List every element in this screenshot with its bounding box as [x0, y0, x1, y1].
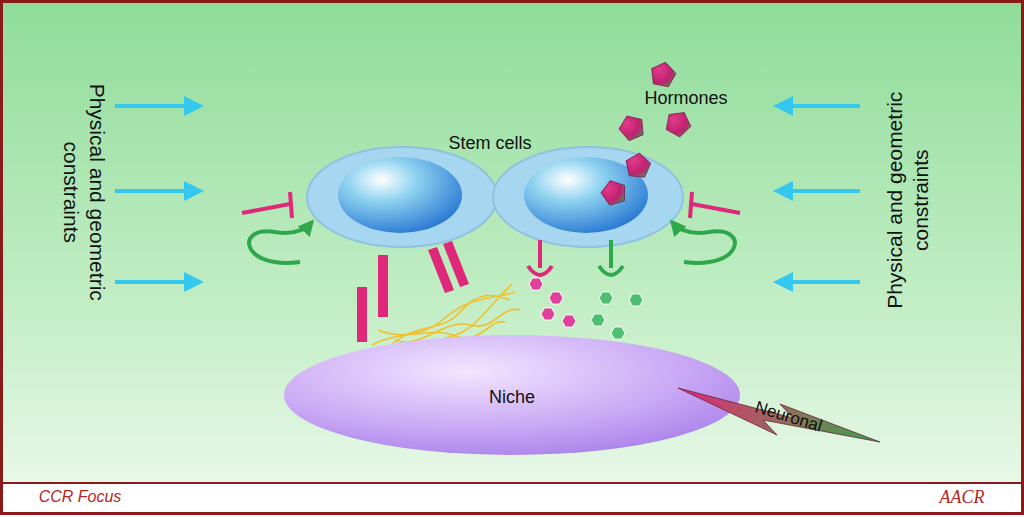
hormone — [601, 181, 625, 206]
bolt-label: Neuronal — [753, 397, 825, 436]
ligand — [562, 315, 576, 327]
hormones-label: Hormones — [644, 87, 727, 110]
hormone — [666, 113, 691, 137]
ligand — [591, 314, 605, 326]
hormone — [626, 153, 651, 177]
logo: AACR — [940, 486, 985, 509]
ligand — [541, 308, 555, 320]
ligand — [529, 278, 543, 290]
neuronal-bolt: Neuronal — [675, 380, 885, 455]
side-label: Physical and geometric constraints — [58, 72, 111, 312]
ligand — [549, 292, 563, 304]
ligand — [599, 292, 613, 304]
footer-label: CCR Focus — [39, 487, 122, 507]
hormone — [652, 62, 676, 87]
side-label: Physical and geometric constraints — [882, 80, 935, 320]
stem-cells-label: Stem cells — [448, 132, 531, 155]
ligand — [629, 294, 643, 306]
niche-ellipse: Niche — [282, 333, 742, 457]
hormone — [619, 116, 643, 141]
node-label: Niche — [489, 387, 535, 408]
ligand — [611, 327, 625, 339]
